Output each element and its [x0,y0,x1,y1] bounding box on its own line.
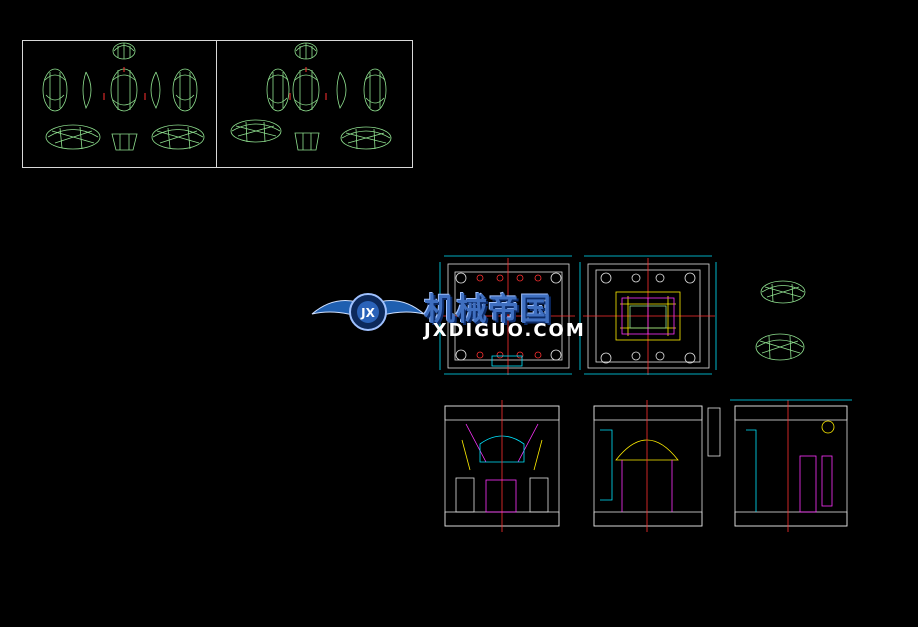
left-part-views [42,42,205,151]
watermark-brand-cn: 机械帝国 [424,292,552,328]
right-part-views [230,42,392,151]
mold-plan-view [439,255,717,375]
watermark-emblem-text: JX [360,306,375,320]
mold-section-views [444,399,852,532]
sheet-divider [216,41,217,167]
isolated-parts [755,280,806,361]
watermark-brand-en: JXDIGUO.COM [424,320,586,341]
watermark-emblem: JX [311,293,425,331]
parts-sheet-frame [22,40,413,168]
